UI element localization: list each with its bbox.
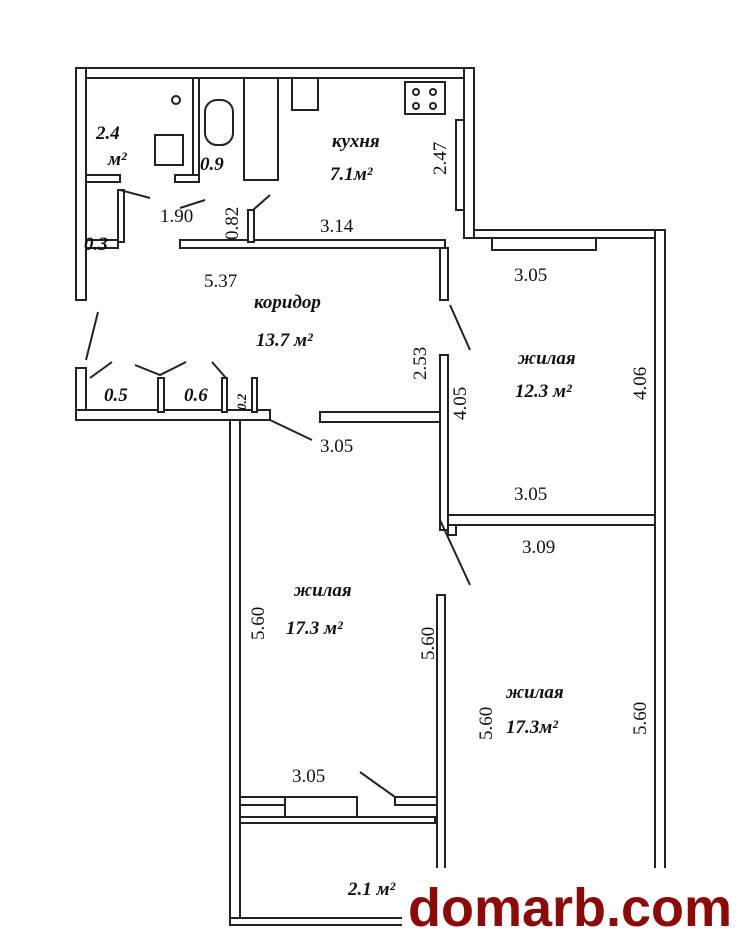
labels: 2.4 м² 0.9 кухня 7.1м² 2.47 3.14 0.3 1.9… [84,123,651,900]
watermark-text: domarb.com [408,878,732,938]
bedroom1-dim-left: 4.05 [450,387,471,420]
bedroom1-dim-right: 4.06 [630,367,651,400]
bedroom-window [491,237,597,251]
kitchen-dim-bottom: 3.14 [320,216,354,237]
bedroom2-dim-left: 5.60 [248,607,269,640]
watermark: domarb.com [402,868,744,940]
corridor-area: 13.7 м² [256,330,314,351]
bathroom-unit: м² [107,149,128,170]
bedroom3-dim-top: 3.09 [522,537,555,558]
bedroom2-dim-bottom: 3.05 [292,766,325,787]
closet-area-2: 0.6 [184,385,208,406]
balcony-area: 2.1 м² [347,879,397,900]
kitchen-dim-side: 2.47 [430,142,451,175]
bedroom3-dim-right: 5.60 [630,702,651,735]
corridor-name: коридор [254,292,321,313]
closet-area-3: 0.2 [234,393,249,410]
bedroom2-area: 17.3 м² [286,618,344,639]
balcony-door [284,796,358,818]
bathroom-area: 2.4 [95,123,120,144]
corridor-dim-bottom: 3.05 [320,436,353,457]
bedroom3-area: 17.3м² [506,717,559,738]
toilet-icon [204,99,234,146]
bedroom1-name: жилая [517,348,576,369]
corridor-dim-length: 5.37 [204,271,237,292]
bedroom2-dim-right: 5.60 [418,627,439,660]
bedroom3-name: жилая [505,682,564,703]
closet-small-area: 0.3 [84,234,108,255]
kitchen-area: 7.1м² [330,164,374,185]
bedroom1-dim-top: 3.05 [514,265,547,286]
bedroom3-dim-left: 5.60 [476,707,497,740]
bedroom2-name: жилая [293,580,352,601]
bedroom1-dim-bottom: 3.05 [514,484,547,505]
bedroom1-area: 12.3 м² [515,381,573,402]
sink-icon [291,77,319,111]
kitchen-window [455,119,465,211]
walls [75,67,666,926]
hall-dim-width: 1.90 [160,206,193,227]
corridor-dim-side: 2.53 [410,347,431,380]
drain-icon [171,95,181,105]
hall-dim-door: 0.82 [222,207,243,240]
closet-area-1: 0.5 [104,385,128,406]
washbasin-icon [154,134,184,166]
stove-icon [404,81,446,115]
toilet-area: 0.9 [200,154,224,175]
kitchen-name: кухня [332,131,380,152]
